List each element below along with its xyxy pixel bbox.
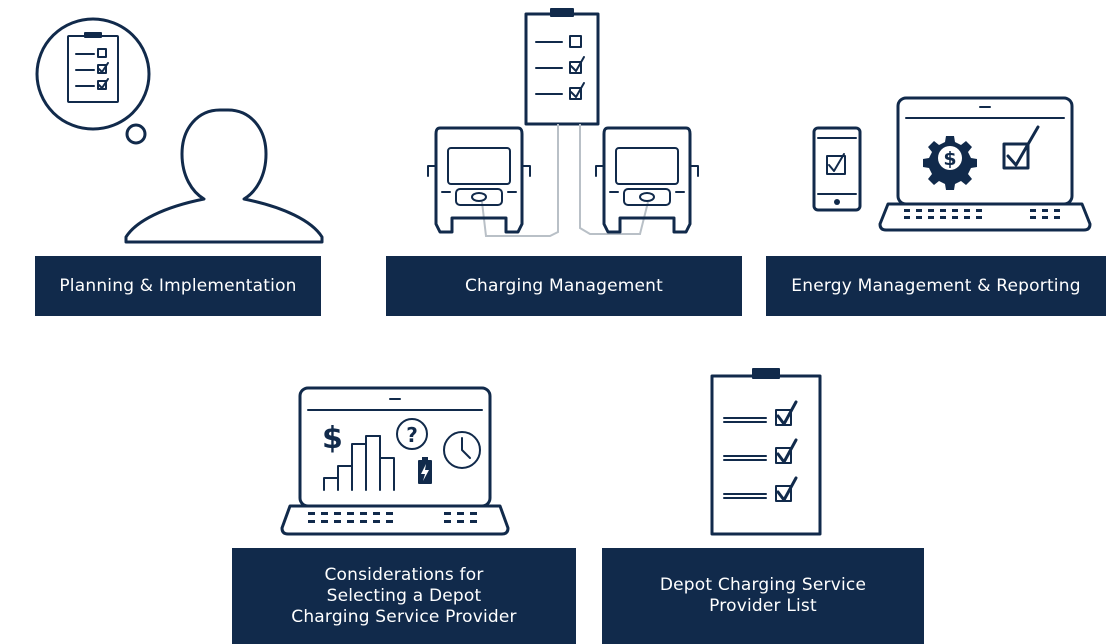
person-thinking-checklist-icon	[35, 17, 324, 244]
card-label-charging-management: Charging Management	[386, 256, 742, 316]
card-label-planning: Planning & Implementation	[35, 256, 321, 316]
phone-laptop-dollar-gear-icon: $	[812, 96, 1092, 232]
laptop-dollar-chart-icon: $ ?	[280, 386, 510, 536]
svg-text:$: $	[943, 148, 956, 170]
svg-text:?: ?	[406, 423, 418, 447]
clipboard-checklist-icon	[710, 368, 822, 536]
card-label-depot-provider-list: Depot Charging Service Provider List	[602, 548, 924, 644]
vans-charging-checklist-icon	[427, 8, 699, 237]
card-label-energy-management: Energy Management & Reporting	[766, 256, 1106, 316]
svg-text:$: $	[322, 421, 343, 456]
card-label-considerations: Considerations for Selecting a Depot Cha…	[232, 548, 576, 644]
